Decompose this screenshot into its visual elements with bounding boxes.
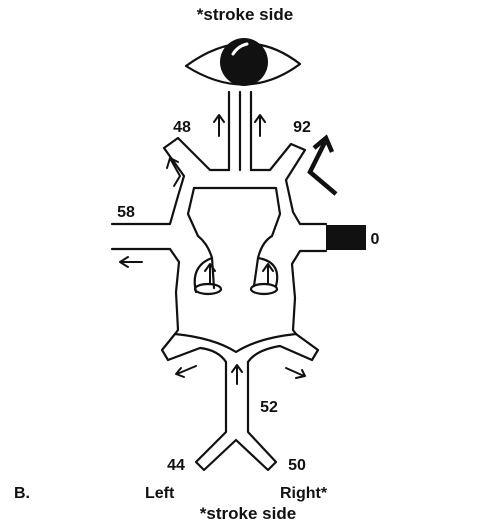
- value-right-ophthalmic: 92: [293, 119, 311, 136]
- value-left-vertebral: 44: [167, 457, 185, 474]
- flow-arrows: [119, 114, 338, 385]
- stroke-side-title-top: *stroke side: [197, 5, 293, 24]
- side-label-right: Right*: [280, 485, 328, 502]
- arrow-up-icon: [204, 263, 216, 284]
- occlusion-block: [326, 225, 366, 250]
- value-right-vertebral: 50: [288, 457, 306, 474]
- value-left-mca: 58: [117, 204, 135, 221]
- eye-icon: [184, 38, 302, 86]
- arrow-down-right-icon: [285, 367, 306, 379]
- arrow-up-icon: [254, 114, 266, 137]
- value-basilar: 52: [260, 399, 278, 416]
- arrow-up-icon: [262, 263, 274, 284]
- arrow-left-icon: [119, 256, 143, 268]
- vessel-outline: [110, 90, 328, 472]
- arrow-up-icon: [213, 114, 225, 137]
- stroke-side-title-bottom: *stroke side: [200, 504, 296, 523]
- side-label-left: Left: [145, 485, 175, 502]
- arrow-bent-icon: [166, 157, 181, 187]
- arrow-bent-large-icon: [307, 134, 338, 196]
- value-left-ophthalmic: 48: [173, 119, 191, 136]
- value-right-mca: 0: [371, 231, 380, 248]
- arrow-up-icon: [231, 364, 243, 385]
- arrow-down-left-icon: [175, 365, 197, 378]
- panel-label: B.: [14, 485, 30, 502]
